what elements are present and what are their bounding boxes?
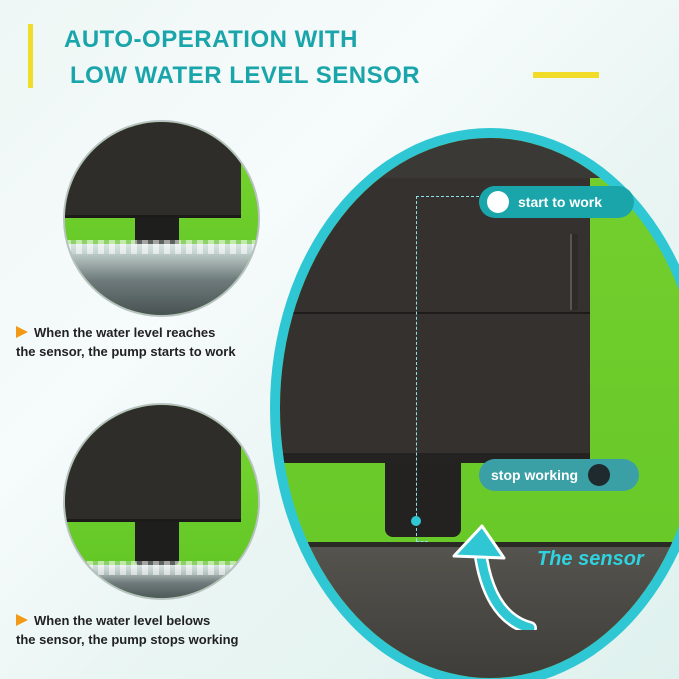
pump-top-edge (280, 138, 679, 178)
sensor-closeup-image (270, 128, 679, 679)
stop-label-text: stop working (491, 467, 579, 483)
caption-water-below: When the water level belows the sensor, … (16, 611, 238, 649)
sensor-point-marker (411, 516, 421, 526)
water-below-sensor-image (63, 403, 260, 600)
guide-line-start (416, 196, 484, 197)
dark-dot-icon (588, 464, 611, 486)
title-line-2: LOW WATER LEVEL SENSOR (70, 62, 421, 89)
water-surface (65, 244, 258, 315)
caption-2-line-2: the sensor, the pump stops working (16, 632, 239, 647)
caption-2-line-1: When the water level belows (34, 613, 211, 628)
guide-line-vertical (416, 196, 417, 541)
pump-body (280, 178, 590, 463)
guide-line-stop (416, 541, 428, 542)
water-splash (65, 240, 258, 254)
sensor-stub (135, 522, 179, 566)
play-arrow-icon (16, 614, 28, 626)
white-dot-icon (487, 191, 509, 213)
sensor-stub (385, 463, 461, 537)
pump-bottom-shadow (280, 453, 590, 463)
sensor-label: The sensor (537, 548, 644, 570)
pump-body (65, 405, 241, 522)
curved-arrow-icon (452, 524, 537, 630)
water-splash (65, 561, 258, 575)
pump-body (65, 122, 241, 218)
pump-seam (280, 312, 590, 314)
title-line-1: AUTO-OPERATION WITH (64, 26, 358, 53)
title-accent-bar-left (28, 24, 33, 88)
stop-working-label: stop working (479, 459, 639, 491)
start-to-work-label: start to work (479, 186, 634, 218)
caption-1-line-2: the sensor, the pump starts to work (16, 344, 236, 359)
title-accent-bar-right (533, 72, 599, 78)
play-arrow-icon (16, 326, 28, 338)
caption-1-line-1: When the water level reaches (34, 325, 216, 340)
pump-side-strip (570, 234, 578, 310)
caption-water-reaches: When the water level reaches the sensor,… (16, 323, 236, 361)
start-label-text: start to work (518, 194, 603, 210)
water-reaches-sensor-image (63, 120, 260, 317)
page-title: AUTO-OPERATION WITH LOW WATER LEVEL SENS… (64, 22, 420, 94)
